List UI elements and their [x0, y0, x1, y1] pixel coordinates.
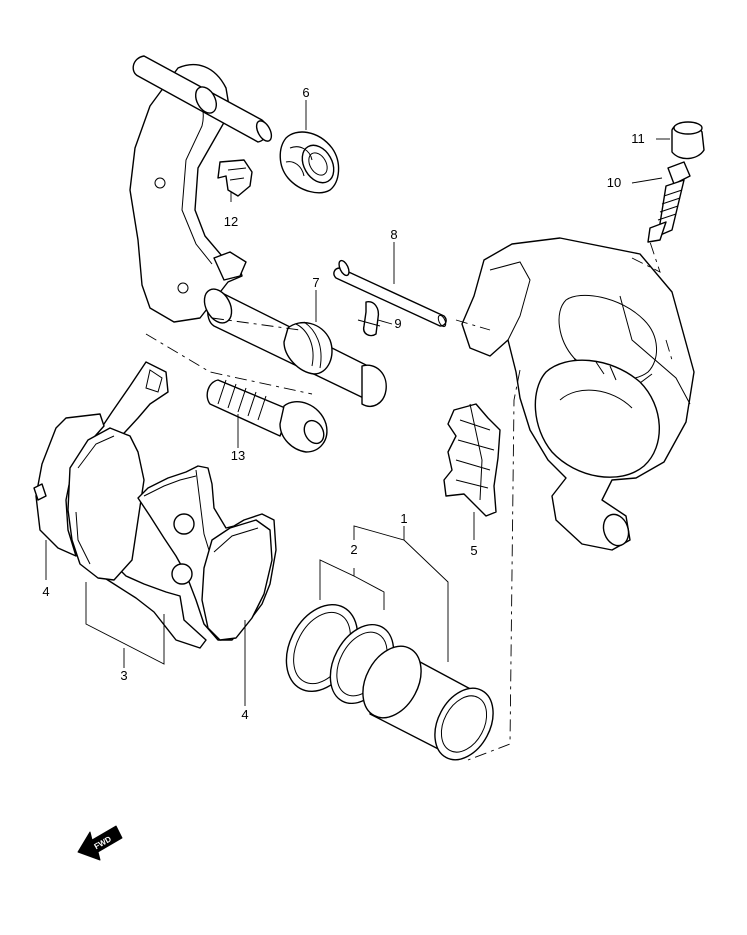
callout-4-left: 4 [42, 584, 49, 599]
callout-4-right: 4 [241, 707, 248, 722]
piston-1 [362, 645, 494, 761]
bolt-13 [206, 379, 328, 453]
pad-spring-clip-12 [217, 159, 253, 197]
retaining-clip-9 [357, 301, 381, 337]
callout-12: 12 [224, 214, 238, 229]
callout-7: 7 [312, 275, 319, 290]
bleeder-cap-11 [671, 121, 705, 160]
callout-2: 2 [350, 542, 357, 557]
slide-pin-7 [203, 288, 387, 408]
caliper-bracket [129, 55, 273, 323]
caliper-body [461, 237, 695, 551]
callout-8: 8 [390, 227, 397, 242]
leader-lines [45, 100, 670, 706]
boot-6 [279, 131, 340, 194]
callout-numbers: 6 11 10 12 8 7 9 13 1 2 5 4 3 4 [42, 85, 644, 722]
brake-pad-4-left [33, 413, 145, 581]
bleeder-valve-10 [647, 161, 691, 243]
callout-13: 13 [231, 448, 245, 463]
callout-5: 5 [470, 543, 477, 558]
callout-10: 10 [607, 175, 621, 190]
slide-pin-8 [333, 259, 447, 328]
callout-1: 1 [400, 511, 407, 526]
callout-6: 6 [302, 85, 309, 100]
brake-pad-4-right [137, 465, 277, 641]
piston-seals-2 [285, 603, 395, 705]
callout-3: 3 [120, 668, 127, 683]
pad-spring-5 [443, 403, 501, 517]
callout-9: 9 [394, 316, 401, 331]
callout-11: 11 [631, 131, 645, 146]
fwd-arrow-icon: FWD [77, 825, 123, 861]
